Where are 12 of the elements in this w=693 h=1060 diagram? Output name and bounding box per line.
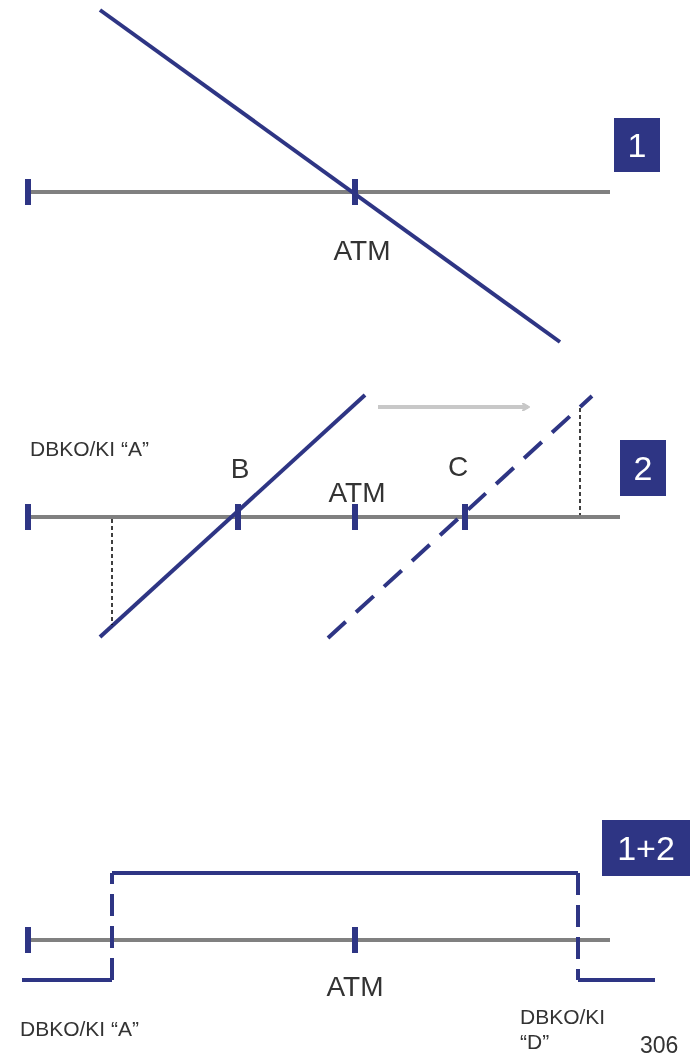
number-badge: 1 [614,118,660,172]
axis-label: 306 [640,1032,680,1060]
axis-label: ATM [332,234,392,268]
number-badge: 1+2 [602,820,690,876]
axis-label: ATM [327,476,387,510]
axis-label: DBKO/KI “A” [20,1016,141,1042]
axis-label: C [446,450,470,484]
axis-label: ATM [325,970,385,1004]
axis-label: B [229,452,251,486]
number-badge: 2 [620,440,666,496]
axis-label: DBKO/KI “D” [520,1004,607,1055]
axis-label: DBKO/KI “A” [30,436,151,462]
